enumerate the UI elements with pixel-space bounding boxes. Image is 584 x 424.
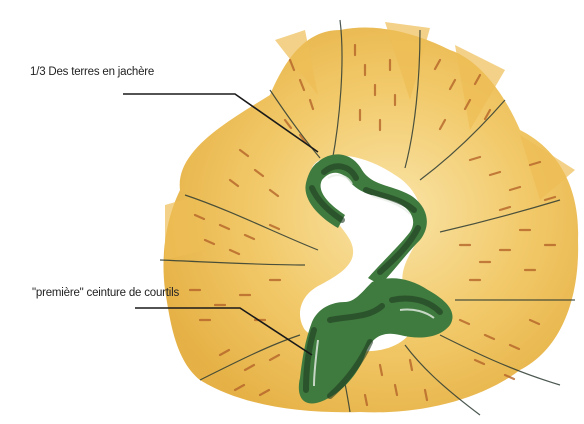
label-fallow-lands: 1/3 Des terres en jachère bbox=[30, 66, 154, 78]
label-first-garden-belt: "première" ceinture de courtils bbox=[32, 287, 179, 299]
